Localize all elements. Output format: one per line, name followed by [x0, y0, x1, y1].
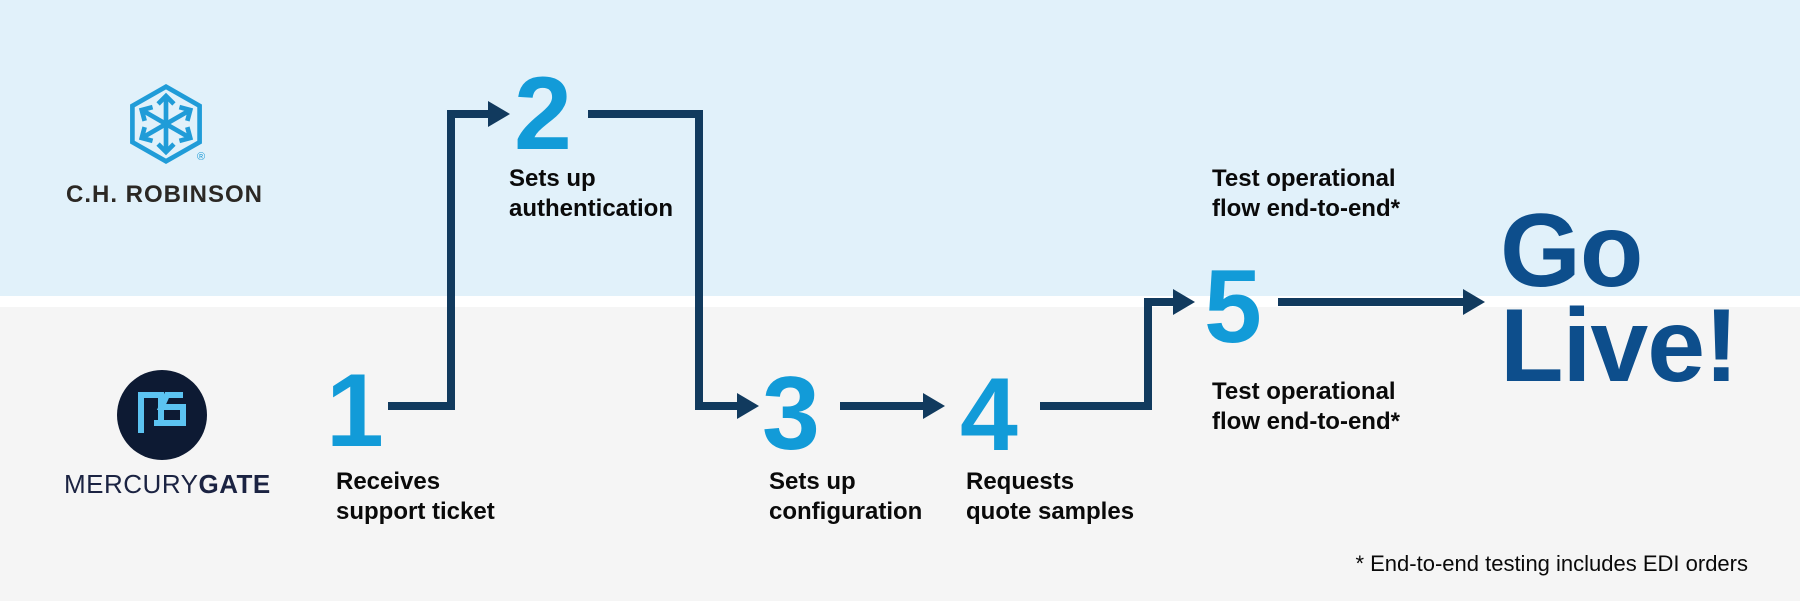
connector-1-to-2-horizontal: [388, 402, 455, 410]
arrowhead-icon: [923, 393, 945, 419]
connector-4-to-5-vertical: [1144, 298, 1152, 410]
step-3-label-line1: Sets up: [769, 468, 856, 495]
ch-robinson-hexagon-cube-arrows-logo: [124, 82, 208, 171]
connector-2-to-3-vertical: [695, 110, 703, 410]
arrowhead-icon: [737, 393, 759, 419]
step-5-label-top-line1: Test operational: [1212, 165, 1396, 192]
step-2-number: 2: [514, 56, 572, 172]
go-live-line1: Go: [1500, 193, 1643, 309]
connector-4-to-5-horizontal: [1040, 402, 1152, 410]
step-4-label-line1: Requests: [966, 468, 1075, 495]
step-5-number: 5: [1204, 249, 1262, 365]
mercurygate-mg-monogram-logo: [117, 370, 207, 465]
step-4-number: 4: [960, 357, 1018, 473]
step-2-label-line1: Sets up: [509, 165, 596, 192]
step-1-number: 1: [326, 353, 384, 469]
step-1-label-line2: support ticket: [336, 498, 495, 525]
mercurygate-wordmark-regular: MERCURY: [64, 469, 199, 499]
connector-4-to-5-top: [1144, 298, 1174, 306]
registered-trademark-symbol: ®: [197, 151, 206, 163]
step-5-label-bottom: Test operational flow end-to-end*: [1212, 377, 1400, 437]
connector-1-to-2-vertical: [447, 110, 455, 410]
step-1-label-line1: Receives: [336, 468, 441, 495]
step-4-label-line2: quote samples: [966, 498, 1135, 525]
step-5-label-top-line2: flow end-to-end*: [1212, 195, 1400, 222]
chrobinson-lane-background: [0, 0, 1800, 296]
arrowhead-icon: [1173, 289, 1195, 315]
arrowhead-icon: [488, 101, 510, 127]
connector-3-to-4: [840, 402, 924, 410]
arrowhead-icon: [1463, 289, 1485, 315]
mercurygate-lane-background: [0, 307, 1800, 601]
step-5-label-top: Test operational flow end-to-end*: [1212, 164, 1400, 224]
footnote: * End-to-end testing includes EDI orders: [1355, 551, 1748, 576]
step-3-label: Sets up configuration: [769, 467, 922, 527]
step-4-label: Requests quote samples: [966, 467, 1134, 527]
mercurygate-wordmark-bold: GATE: [198, 469, 271, 499]
step-3-label-line2: configuration: [769, 498, 923, 525]
step-1-label: Receives support ticket: [336, 467, 495, 527]
connector-2-to-3-bottom: [695, 402, 737, 410]
step-2-label-line2: authentication: [509, 195, 674, 222]
step-5-label-bottom-line1: Test operational: [1212, 378, 1396, 405]
mercurygate-wordmark: MERCURYGATE: [64, 469, 271, 499]
chrobinson-wordmark: C.H. ROBINSON: [66, 181, 264, 208]
connector-1-to-2-top: [447, 110, 490, 118]
step-5-label-bottom-line2: flow end-to-end*: [1212, 408, 1400, 435]
step-3-number: 3: [762, 356, 820, 472]
step-2-label: Sets up authentication: [509, 164, 673, 224]
connector-5-to-golive: [1278, 298, 1464, 306]
go-live-title: Go Live!: [1500, 193, 1739, 404]
connector-2-to-3-top: [588, 110, 703, 118]
go-live-line2: Live!: [1500, 288, 1739, 404]
